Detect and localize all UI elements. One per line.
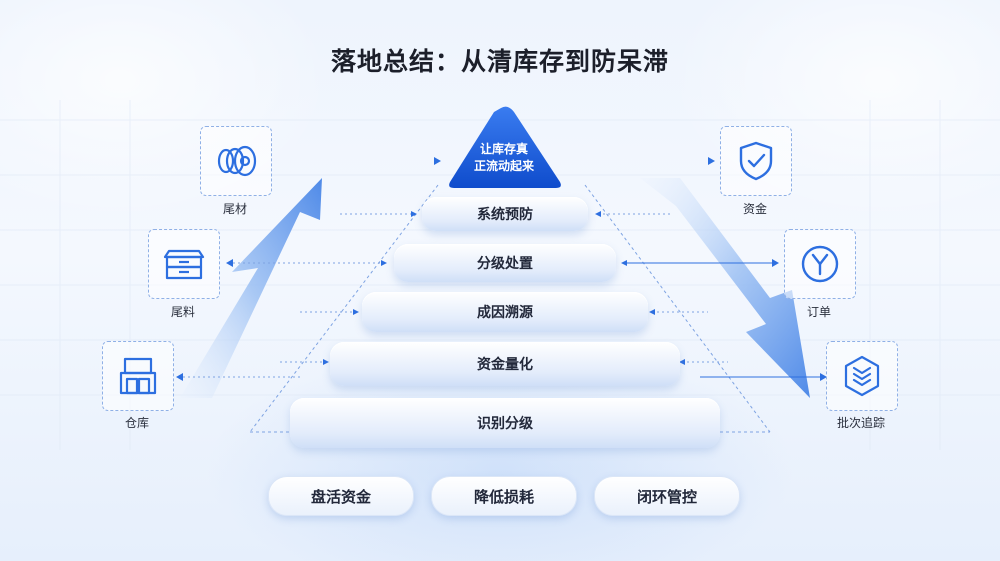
page-title: 落地总结：从清库存到防呆滞 — [330, 47, 669, 76]
boxes-card — [148, 229, 220, 299]
batch-card — [826, 341, 898, 411]
left-growth-arrow — [180, 178, 322, 398]
shield-label: 资金 — [742, 202, 767, 216]
warehouse-label: 仓库 — [124, 416, 149, 430]
warehouse-icon — [119, 357, 157, 395]
pyramid-layer-2: 分级处置 — [394, 244, 616, 282]
pill-closed-loop: 闭环管控 — [594, 476, 740, 516]
order-y-icon — [801, 245, 839, 283]
pyramid-layer-3: 成因溯源 — [362, 292, 648, 332]
pyramid-layer-4: 资金量化 — [330, 342, 680, 386]
pyramid-apex-text: 让库存真 正流动起来 — [446, 141, 562, 175]
order-card — [784, 229, 856, 299]
shield-card — [720, 126, 792, 196]
pill-reduce-loss: 降低损耗 — [431, 476, 577, 516]
warehouse-card — [102, 341, 174, 411]
pill-activate-funds: 盘活资金 — [268, 476, 414, 516]
pyramid-left-guide — [249, 184, 439, 433]
layers-chevron-icon — [844, 355, 880, 397]
boxes-label: 尾料 — [170, 305, 195, 319]
pyramid-layer-5: 识别分级 — [290, 398, 720, 448]
shield-check-icon — [739, 141, 773, 181]
order-label: 订单 — [806, 305, 831, 319]
coil-card — [200, 126, 272, 196]
batch-label: 批次追踪 — [836, 416, 885, 430]
apex-line-1: 让库存真 — [479, 142, 528, 156]
coil-label: 尾材 — [222, 202, 247, 216]
right-growth-arrow — [640, 178, 810, 398]
pyramid-apex — [449, 106, 561, 188]
apex-line-2: 正流动起来 — [473, 159, 534, 173]
pyramid-layer-1: 系统预防 — [422, 197, 588, 231]
coil-icon — [217, 145, 257, 177]
boxes-icon — [163, 249, 205, 280]
